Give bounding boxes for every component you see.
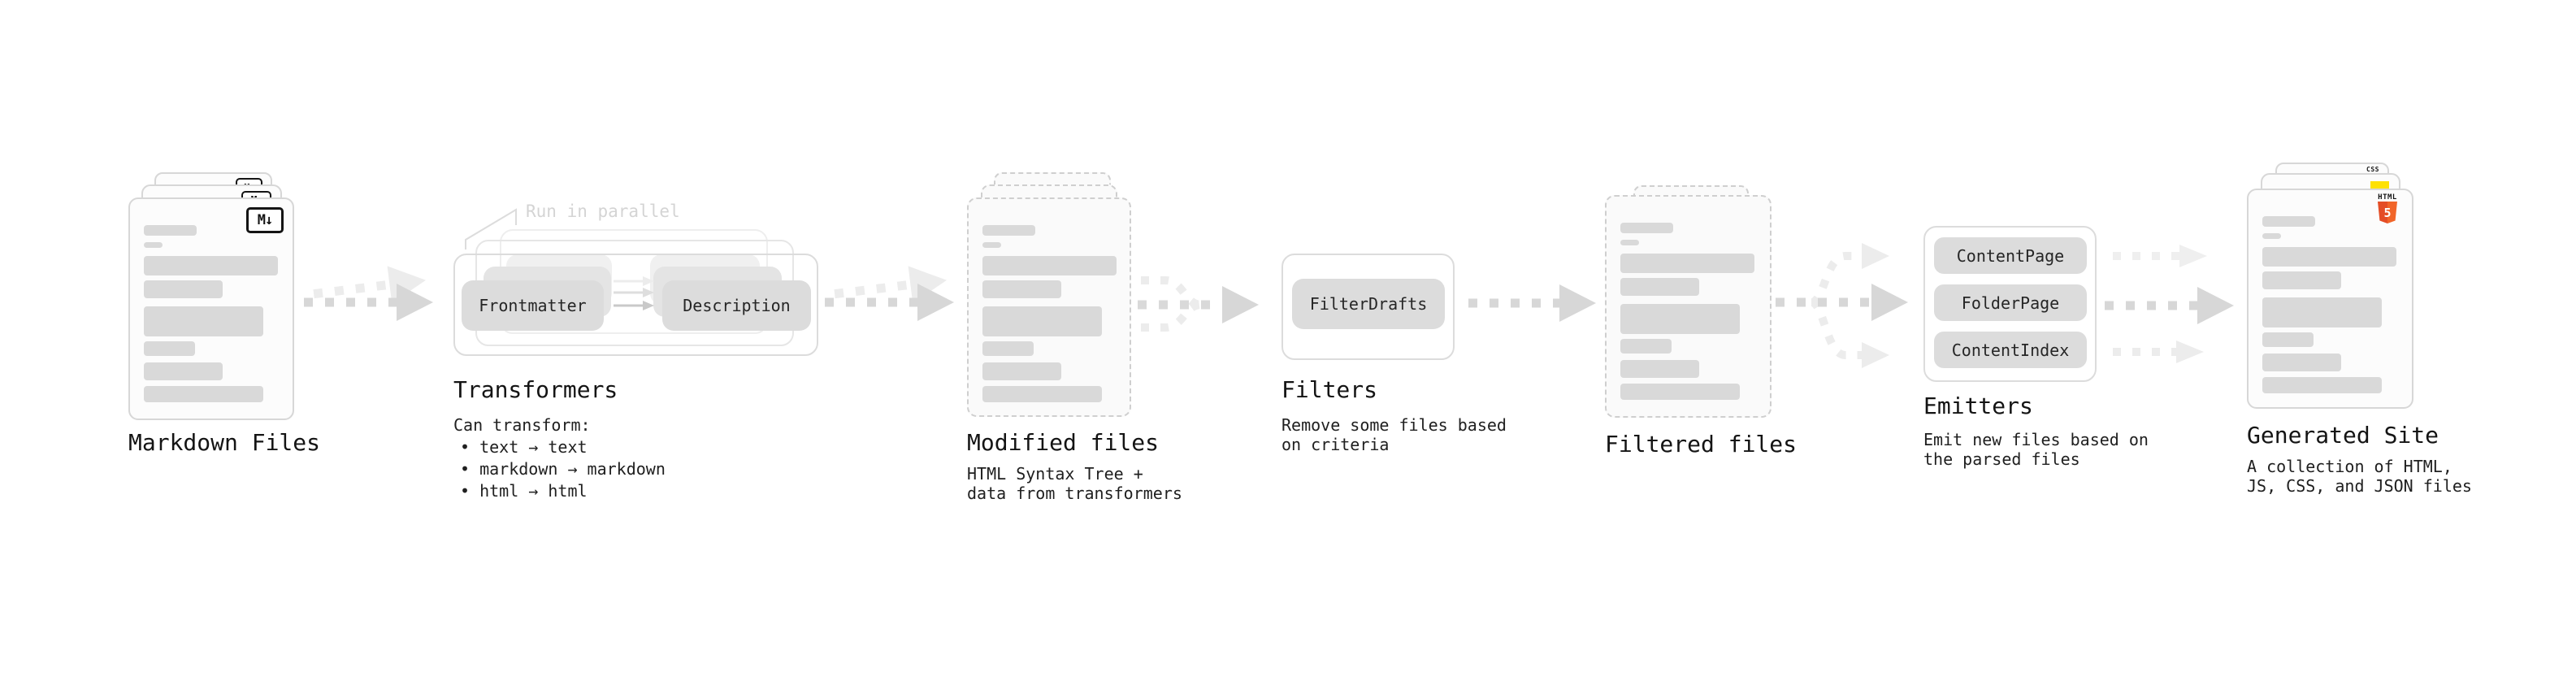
stage-label-markdown-files: Markdown Files: [128, 429, 321, 456]
annotation-leader-line: [465, 208, 517, 249]
stage-description: JS, CSS, and JSON files: [2247, 476, 2472, 496]
text-line-placeholder: [2262, 354, 2341, 371]
markdown-icon: M↓: [246, 207, 284, 233]
text-line-placeholder: [144, 280, 223, 298]
stage-description: Can transform:: [453, 415, 591, 435]
text-line-placeholder: [1620, 254, 1754, 273]
markdown-file-card-front: M↓: [128, 197, 294, 420]
text-line-placeholder: [982, 386, 1102, 402]
flow-arrow-modified-to-filters: [1138, 276, 1259, 332]
text-line-placeholder: [2262, 271, 2341, 289]
stage-description: • html → html: [460, 481, 588, 501]
emitter-node-contentpage: ContentPage: [1934, 237, 2087, 274]
text-line-placeholder: [982, 362, 1061, 380]
text-line-placeholder: [144, 306, 263, 336]
emitters-frame: [1923, 226, 2097, 382]
transform-step-arrow: [614, 301, 654, 310]
filtered-file-card-front: [1605, 195, 1772, 418]
text-line-placeholder: [2262, 377, 2382, 393]
text-line-placeholder: [1620, 278, 1699, 296]
stage-label-emitters: Emitters: [1923, 393, 2033, 419]
transformer-node-description: Description: [662, 280, 811, 331]
stage-description: data from transformers: [967, 484, 1182, 503]
stage-label-filtered-files: Filtered files: [1605, 431, 1798, 458]
text-line-placeholder: [2262, 233, 2281, 239]
text-line-placeholder: [982, 341, 1034, 356]
transformer-frame-front: [453, 254, 818, 356]
stage-description: HTML Syntax Tree +: [967, 464, 1143, 484]
transformer-node-frontmatter: Frontmatter: [462, 280, 604, 331]
text-line-placeholder: [1620, 304, 1740, 334]
flow-arrow-transformers-to-modified: [825, 266, 954, 321]
stage-label-transformers: Transformers: [453, 376, 618, 403]
html5-shield-icon: 5: [2378, 202, 2397, 223]
text-line-placeholder: [1620, 223, 1673, 233]
stage-label-generated-site: Generated Site: [2247, 422, 2439, 449]
text-line-placeholder: [144, 256, 278, 275]
text-line-placeholder: [982, 280, 1061, 298]
text-line-placeholder: [982, 242, 1001, 248]
filter-node-filterdrafts: FilterDrafts: [1292, 279, 1445, 329]
stage-description: A collection of HTML,: [2247, 457, 2452, 476]
text-line-placeholder: [1620, 360, 1699, 378]
text-line-placeholder: [144, 242, 163, 248]
text-line-placeholder: [1620, 384, 1740, 400]
transform-step-arrow: [614, 276, 654, 286]
text-line-placeholder: [144, 341, 195, 356]
modified-file-card-front: [967, 197, 1131, 417]
text-line-placeholder: [144, 386, 263, 402]
text-line-placeholder: [982, 256, 1117, 275]
text-line-placeholder: [144, 225, 197, 236]
stage-label-filters: Filters: [1281, 376, 1378, 403]
stage-description: on criteria: [1281, 435, 1390, 454]
stage-description: Emit new files based on: [1923, 430, 2149, 449]
text-line-placeholder: [982, 306, 1102, 336]
text-line-placeholder: [1620, 339, 1672, 354]
filters-frame: [1281, 254, 1455, 360]
site-file-card-html: HTML 5: [2247, 189, 2413, 409]
run-in-parallel-annotation: Run in parallel: [526, 202, 680, 221]
text-line-placeholder: [2262, 332, 2314, 347]
text-line-placeholder: [144, 362, 223, 380]
text-line-placeholder: [2262, 216, 2315, 227]
emitter-node-folderpage: FolderPage: [1934, 284, 2087, 321]
flow-arrow-filtered-to-emitters: [1776, 243, 1908, 368]
flow-arrow-filters-to-filtered: [1468, 284, 1596, 322]
text-line-placeholder: [1620, 240, 1639, 245]
flow-arrow-emitters-to-site: [2105, 245, 2234, 363]
transform-step-arrow: [614, 288, 654, 297]
stage-description: the parsed files: [1923, 449, 2080, 469]
stage-description: • markdown → markdown: [460, 459, 666, 479]
flow-arrow-markdown-to-transformers: [304, 266, 433, 321]
text-line-placeholder: [2262, 247, 2396, 267]
emitter-node-contentindex: ContentIndex: [1934, 332, 2087, 368]
text-line-placeholder: [982, 225, 1035, 236]
text-line-placeholder: [2262, 297, 2382, 327]
stage-description: • text → text: [460, 437, 588, 457]
html5-icon: HTML 5: [2373, 194, 2402, 223]
stage-label-modified-files: Modified files: [967, 429, 1160, 456]
stage-description: Remove some files based: [1281, 415, 1507, 435]
